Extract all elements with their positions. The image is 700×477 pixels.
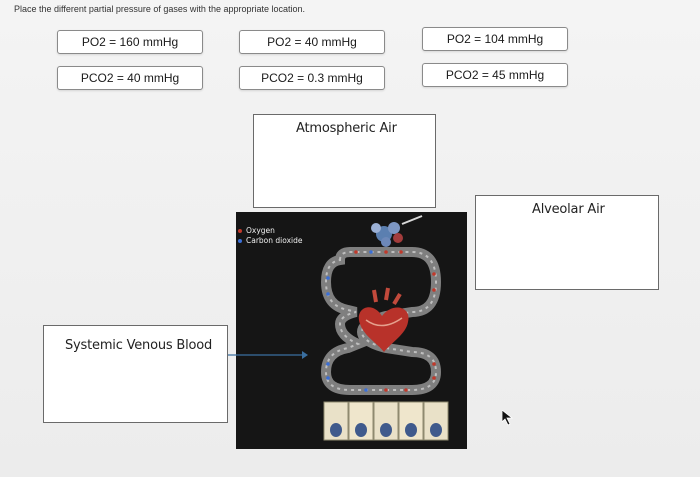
- chip-po2-40[interactable]: PO2 = 40 mmHg: [239, 30, 385, 54]
- mouse-cursor-icon: [502, 410, 514, 426]
- legend-oxygen: Oxygen: [246, 226, 275, 235]
- tissue-cells-icon: [323, 401, 449, 441]
- chip-pco2-40[interactable]: PCO2 = 40 mmHg: [57, 66, 203, 90]
- legend-carbon-dioxide: Carbon dioxide: [246, 236, 303, 245]
- diagram-legend: Oxygen Carbon dioxide: [238, 226, 303, 246]
- circulation-illustration: [236, 212, 467, 449]
- heart-icon: [358, 287, 409, 352]
- dropzone-atmospheric-label: Atmospheric Air: [296, 121, 397, 136]
- dropzone-alveolar-air[interactable]: Alveolar Air: [475, 195, 659, 290]
- chip-pco2-0-3[interactable]: PCO2 = 0.3 mmHg: [239, 66, 385, 90]
- alveoli-icon: [371, 215, 423, 247]
- oxygen-legend-dot: [238, 229, 242, 233]
- dropzone-systemic-venous-blood[interactable]: Systemic Venous Blood: [43, 325, 228, 423]
- dropzone-systemic-label: Systemic Venous Blood: [65, 338, 213, 353]
- instruction-text: Place the different partial pressure of …: [14, 4, 306, 14]
- circulation-diagram: [236, 212, 467, 449]
- dropzone-atmospheric-air[interactable]: Atmospheric Air: [253, 114, 436, 208]
- carbon-dioxide-legend-dot: [238, 239, 242, 243]
- dropzone-alveolar-label: Alveolar Air: [532, 202, 605, 217]
- chip-pco2-45[interactable]: PCO2 = 45 mmHg: [422, 63, 568, 87]
- chip-po2-104[interactable]: PO2 = 104 mmHg: [422, 27, 568, 51]
- chip-po2-160[interactable]: PO2 = 160 mmHg: [57, 30, 203, 54]
- connector-arrow-icon: [228, 351, 308, 359]
